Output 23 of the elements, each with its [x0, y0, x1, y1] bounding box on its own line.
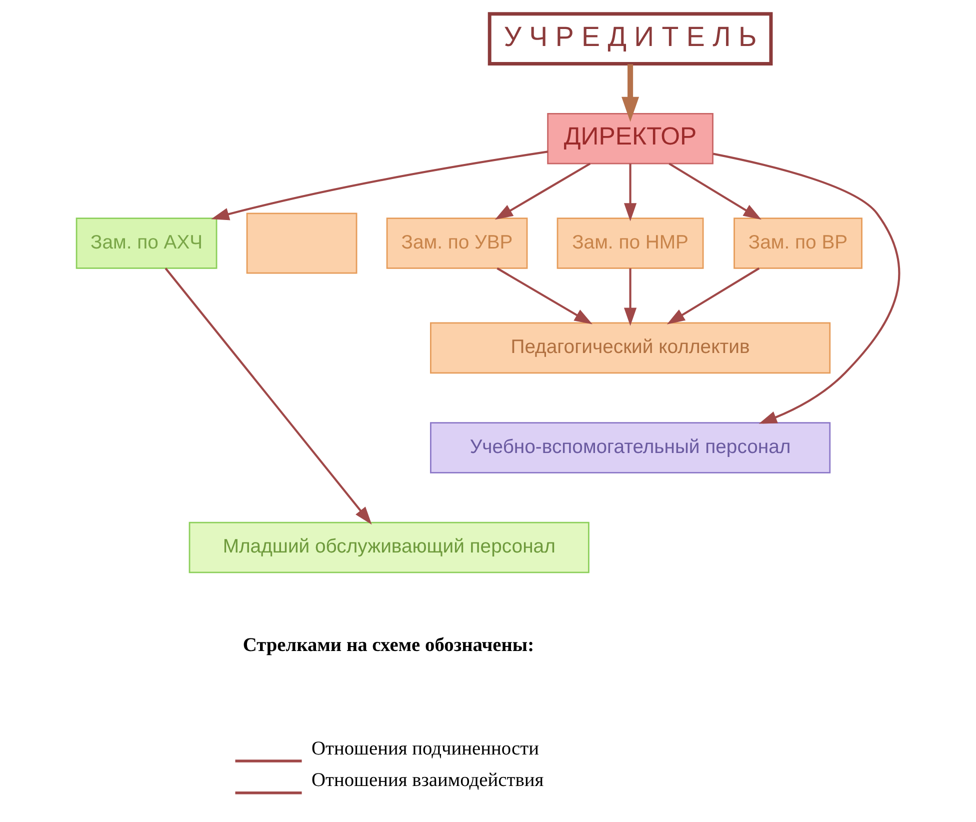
arrow	[211, 150, 548, 220]
arrow	[622, 64, 640, 122]
arrow	[668, 162, 762, 220]
node-box: Младший обслуживающий персонал	[188, 522, 590, 574]
arrow	[164, 268, 372, 525]
arrow	[666, 267, 760, 324]
arrow	[496, 267, 592, 324]
node-box: Зам. по УВР	[386, 218, 528, 269]
label: Стрелками на схеме обозначены:	[242, 635, 534, 656]
node-box: Зам. по АХЧ	[76, 218, 218, 269]
node-box	[246, 212, 358, 274]
arrow	[712, 152, 900, 424]
arrow	[624, 268, 637, 326]
legend-label: Отношения взаимодействия	[311, 770, 544, 792]
node-box: Зам. по НМР	[556, 218, 704, 269]
arrow	[494, 162, 591, 220]
node-box: Зам. по ВР	[734, 218, 862, 269]
node-box: ДИРЕКТОР	[547, 112, 714, 164]
node-box: Педагогический коллектив	[430, 322, 831, 374]
node-box: У Ч Р Е Д И Т Е Л Ь	[488, 12, 773, 66]
node-box: Учебно-вспомогательный персонал	[430, 422, 831, 474]
arrow	[624, 164, 637, 222]
legend-label: Отношения подчиненности	[311, 738, 539, 760]
